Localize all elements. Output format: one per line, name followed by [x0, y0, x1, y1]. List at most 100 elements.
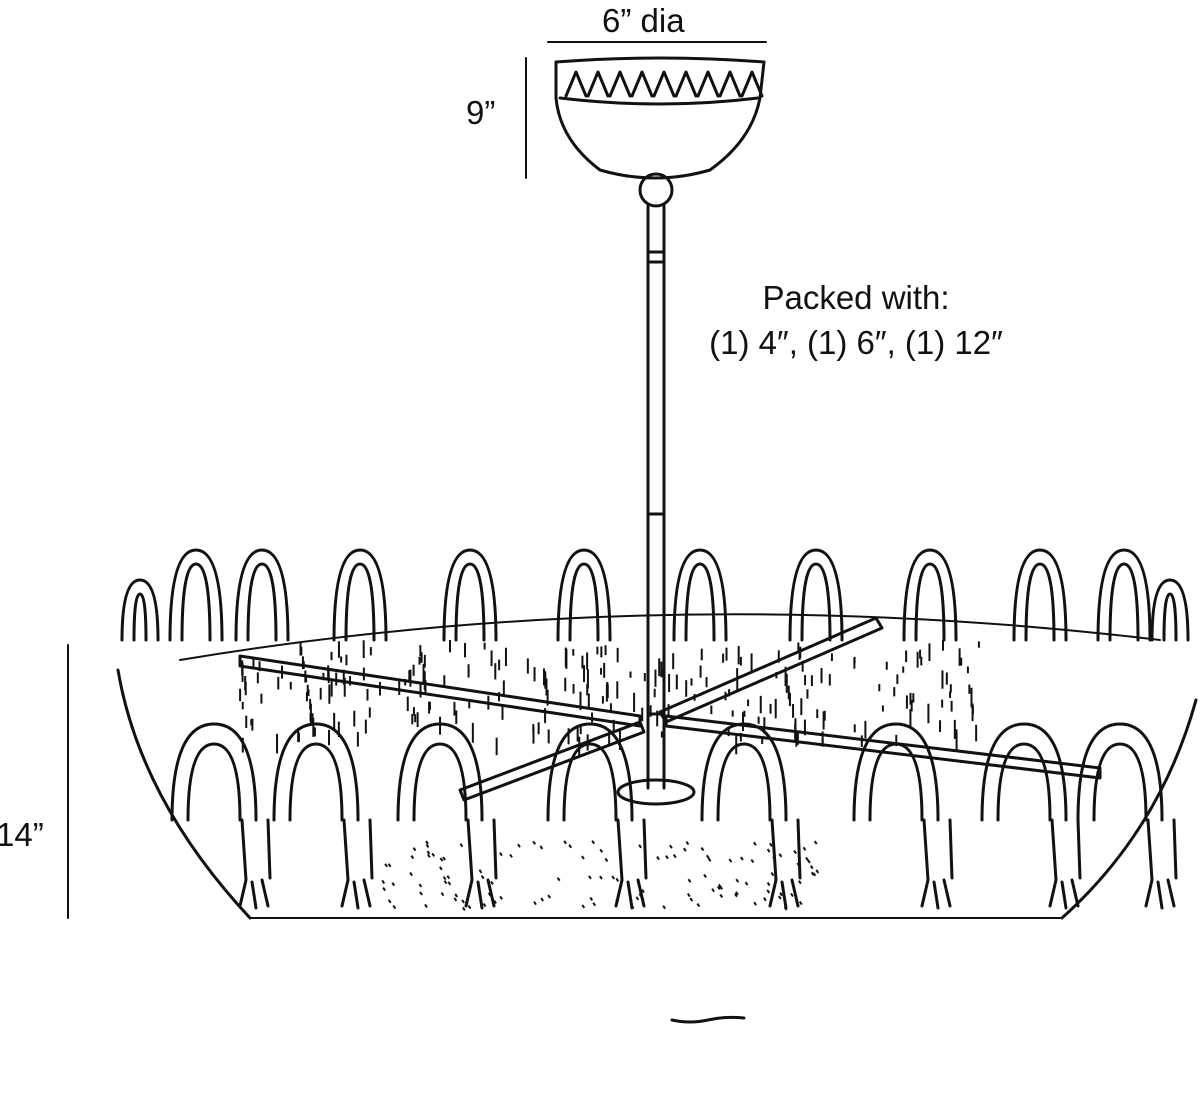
packed-with-note: Packed with: (1) 4″, (1) 6″, (1) 12″ — [686, 276, 1026, 365]
hand-finger-drip — [768, 818, 802, 910]
texture-dot — [540, 897, 544, 902]
texture-dot — [638, 844, 642, 849]
texture-dot — [589, 896, 594, 901]
upper-loop-inner — [800, 562, 832, 642]
upper-loop — [902, 548, 958, 642]
texture-dot — [462, 906, 466, 911]
texture-dot — [467, 905, 472, 910]
canopy-ball — [638, 172, 674, 208]
hand-finger-drip — [238, 818, 272, 910]
texture-dot — [728, 858, 733, 863]
texture-dot — [381, 879, 386, 884]
texture-dot — [426, 850, 431, 855]
texture-dot — [813, 840, 818, 845]
texture-dot — [783, 906, 788, 911]
texture-dot — [719, 893, 724, 898]
texture-dot — [431, 852, 436, 857]
texture-dot — [656, 856, 660, 861]
texture-dot — [669, 844, 673, 849]
texture-dot — [753, 841, 757, 846]
texture-dot — [461, 899, 465, 904]
texture-dot — [599, 848, 604, 853]
texture-dot — [615, 898, 619, 903]
texture-dot — [611, 875, 616, 880]
canopy-height-label: 9” — [466, 94, 496, 131]
canopy-tooth — [740, 70, 764, 98]
texture-dot — [391, 882, 396, 887]
texture-dot — [384, 863, 388, 868]
texture-dot — [696, 903, 701, 908]
texture-dot — [482, 903, 487, 908]
texture-dot — [442, 876, 447, 881]
texture-dot — [798, 880, 802, 885]
texture-dot — [638, 893, 643, 898]
lower-loop — [170, 722, 258, 822]
texture-dot — [581, 904, 586, 909]
texture-dot — [719, 885, 724, 890]
lower-loop — [1076, 722, 1164, 822]
texture-dot — [509, 853, 513, 858]
texture-dot — [790, 892, 794, 897]
texture-dot — [662, 905, 666, 910]
texture-dot — [556, 877, 561, 882]
texture-dot — [425, 843, 430, 848]
hand-finger-drip — [464, 818, 498, 910]
texture-dot — [493, 899, 497, 905]
texture-dot — [689, 897, 694, 902]
texture-dot — [487, 892, 492, 897]
texture-dot — [419, 891, 423, 896]
texture-dot — [454, 893, 459, 898]
texture-dot — [766, 889, 771, 894]
texture-dot — [809, 865, 814, 870]
upper-loop — [672, 548, 728, 642]
upper-loop-inner — [132, 592, 148, 642]
texture-dot — [686, 892, 691, 898]
texture-dot — [592, 902, 597, 907]
upper-loop-inner — [568, 562, 600, 642]
texture-dot — [812, 872, 817, 877]
texture-dot — [798, 900, 803, 906]
texture-dot — [750, 858, 755, 864]
lower-loop — [546, 722, 634, 822]
canopy-tooth — [652, 70, 676, 98]
texture-dot — [734, 893, 738, 898]
texture-dot — [427, 853, 431, 858]
canopy-tooth — [674, 70, 698, 98]
canopy-tooth — [630, 70, 654, 98]
lower-loop-inner — [716, 742, 772, 822]
texture-dot — [478, 869, 483, 874]
texture-dot — [665, 855, 669, 860]
texture-dot — [412, 847, 417, 852]
lower-loop-inner — [996, 742, 1052, 822]
canopy-tooth — [564, 70, 588, 98]
lower-loop-inner — [1092, 742, 1148, 822]
upper-loop — [120, 578, 160, 642]
texture-dot — [700, 847, 705, 852]
upper-loop-inner — [344, 562, 376, 642]
lower-loops — [170, 722, 1178, 910]
texture-dot — [763, 897, 767, 902]
upper-loop — [234, 548, 290, 642]
texture-dot — [424, 903, 428, 909]
lower-loop — [272, 722, 360, 822]
texture-dot — [766, 881, 771, 887]
upper-loop — [556, 548, 612, 642]
texture-dot — [672, 853, 677, 859]
texture-dot — [480, 875, 485, 880]
upper-loop-inner — [1024, 562, 1056, 642]
texture-dot — [409, 872, 413, 877]
texture-dot — [807, 859, 811, 864]
lower-loop-inner — [562, 742, 618, 822]
texture-dot — [706, 854, 710, 859]
upper-loop-inner — [684, 562, 716, 642]
texture-dot — [443, 880, 448, 885]
texture-dot — [793, 850, 797, 855]
texture-dot — [453, 897, 458, 902]
texture-dot — [499, 852, 503, 857]
texture-dot — [539, 845, 544, 850]
texture-dot — [630, 904, 635, 910]
texture-dot — [778, 853, 783, 858]
upper-loop-inner — [1162, 592, 1178, 642]
texture-dot — [744, 881, 749, 886]
